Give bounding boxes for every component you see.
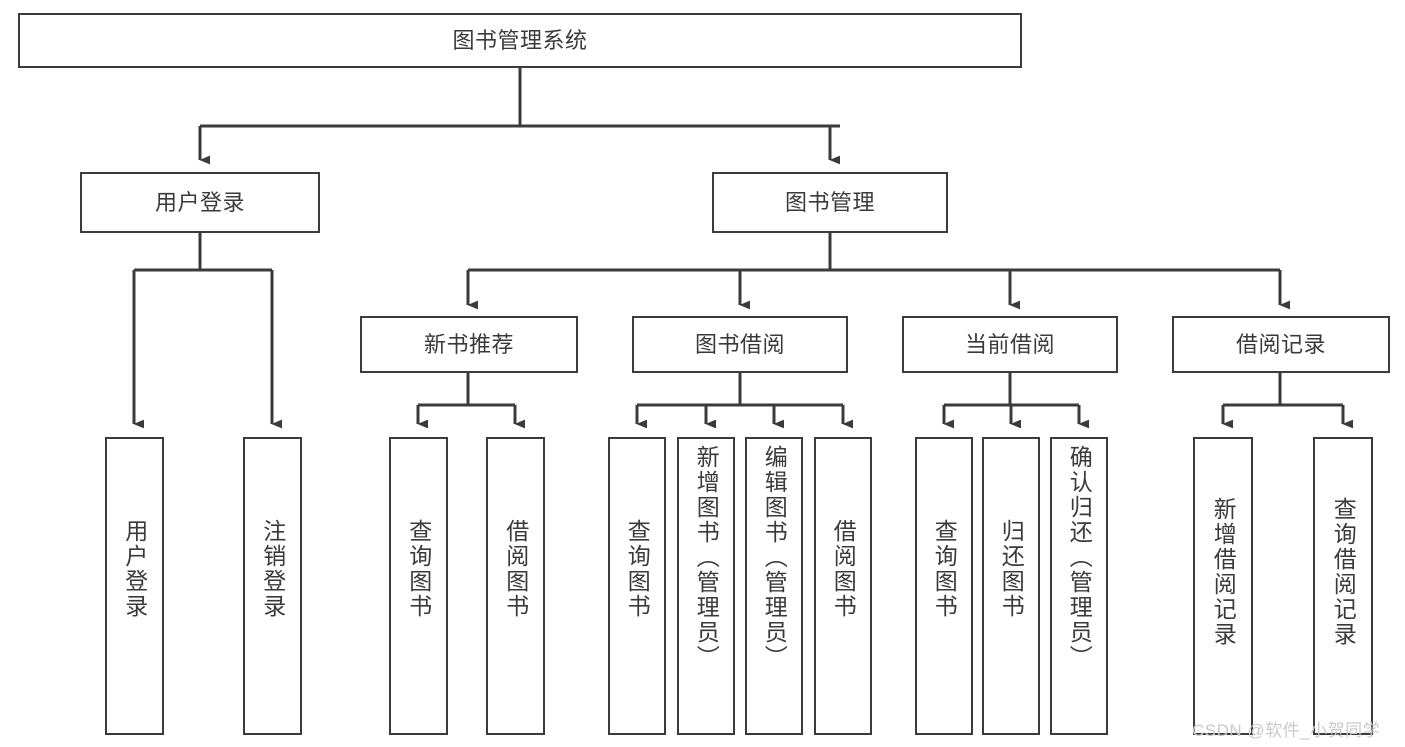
leaf-query-book-1-label: 查询图书 [405, 519, 432, 619]
leaf-logout-login-label: 注销登录 [259, 519, 286, 619]
node-user-login[interactable]: 用户登录 [80, 172, 320, 233]
node-new-book-recommend-label: 新书推荐 [423, 331, 514, 357]
leaf-add-record-label: 新增借阅记录 [1210, 497, 1237, 647]
leaf-query-record-label: 查询借阅记录 [1330, 497, 1357, 647]
leaf-return-book-label: 归还图书 [998, 519, 1025, 619]
node-book-manage-label: 图书管理 [784, 189, 875, 215]
leaf-confirm-return[interactable]: 确认归还（管理员） [1050, 437, 1108, 735]
leaf-logout-login[interactable]: 注销登录 [243, 437, 302, 735]
node-new-book-recommend[interactable]: 新书推荐 [360, 316, 578, 373]
csdn-watermark: CSDN @软件_小贺同学 [1192, 721, 1381, 740]
leaf-query-record[interactable]: 查询借阅记录 [1313, 437, 1373, 735]
node-root[interactable]: 图书管理系统 [18, 13, 1022, 68]
leaf-add-book[interactable]: 新增图书（管理员） [677, 437, 735, 735]
leaf-borrow-book-2-label: 借阅图书 [830, 519, 857, 619]
node-root-label: 图书管理系统 [452, 27, 588, 53]
node-current-borrow[interactable]: 当前借阅 [902, 316, 1118, 373]
leaf-return-book[interactable]: 归还图书 [982, 437, 1040, 735]
leaf-borrow-book-1[interactable]: 借阅图书 [486, 437, 545, 735]
node-current-borrow-label: 当前借阅 [964, 331, 1055, 357]
leaf-query-book-1[interactable]: 查询图书 [389, 437, 448, 735]
leaf-query-book-2-label: 查询图书 [624, 519, 651, 619]
leaf-user-login[interactable]: 用户登录 [105, 437, 164, 735]
node-user-login-label: 用户登录 [154, 189, 245, 215]
node-book-borrow-label: 图书借阅 [694, 331, 785, 357]
leaf-borrow-book-1-label: 借阅图书 [502, 519, 529, 619]
leaf-borrow-book-2[interactable]: 借阅图书 [814, 437, 872, 735]
leaf-query-book-2[interactable]: 查询图书 [608, 437, 666, 735]
leaf-user-login-label: 用户登录 [121, 519, 148, 619]
node-borrow-record[interactable]: 借阅记录 [1172, 316, 1390, 373]
leaf-edit-book-label: 编辑图书（管理员） [761, 445, 788, 670]
node-book-borrow[interactable]: 图书借阅 [632, 316, 848, 373]
leaf-confirm-return-label: 确认归还（管理员） [1066, 445, 1093, 670]
node-borrow-record-label: 借阅记录 [1235, 331, 1326, 357]
leaf-add-book-label: 新增图书（管理员） [693, 445, 720, 670]
leaf-add-record[interactable]: 新增借阅记录 [1193, 437, 1253, 735]
leaf-query-book-3-label: 查询图书 [931, 519, 958, 619]
node-book-manage[interactable]: 图书管理 [712, 172, 948, 233]
leaf-edit-book[interactable]: 编辑图书（管理员） [745, 437, 803, 735]
leaf-query-book-3[interactable]: 查询图书 [915, 437, 973, 735]
